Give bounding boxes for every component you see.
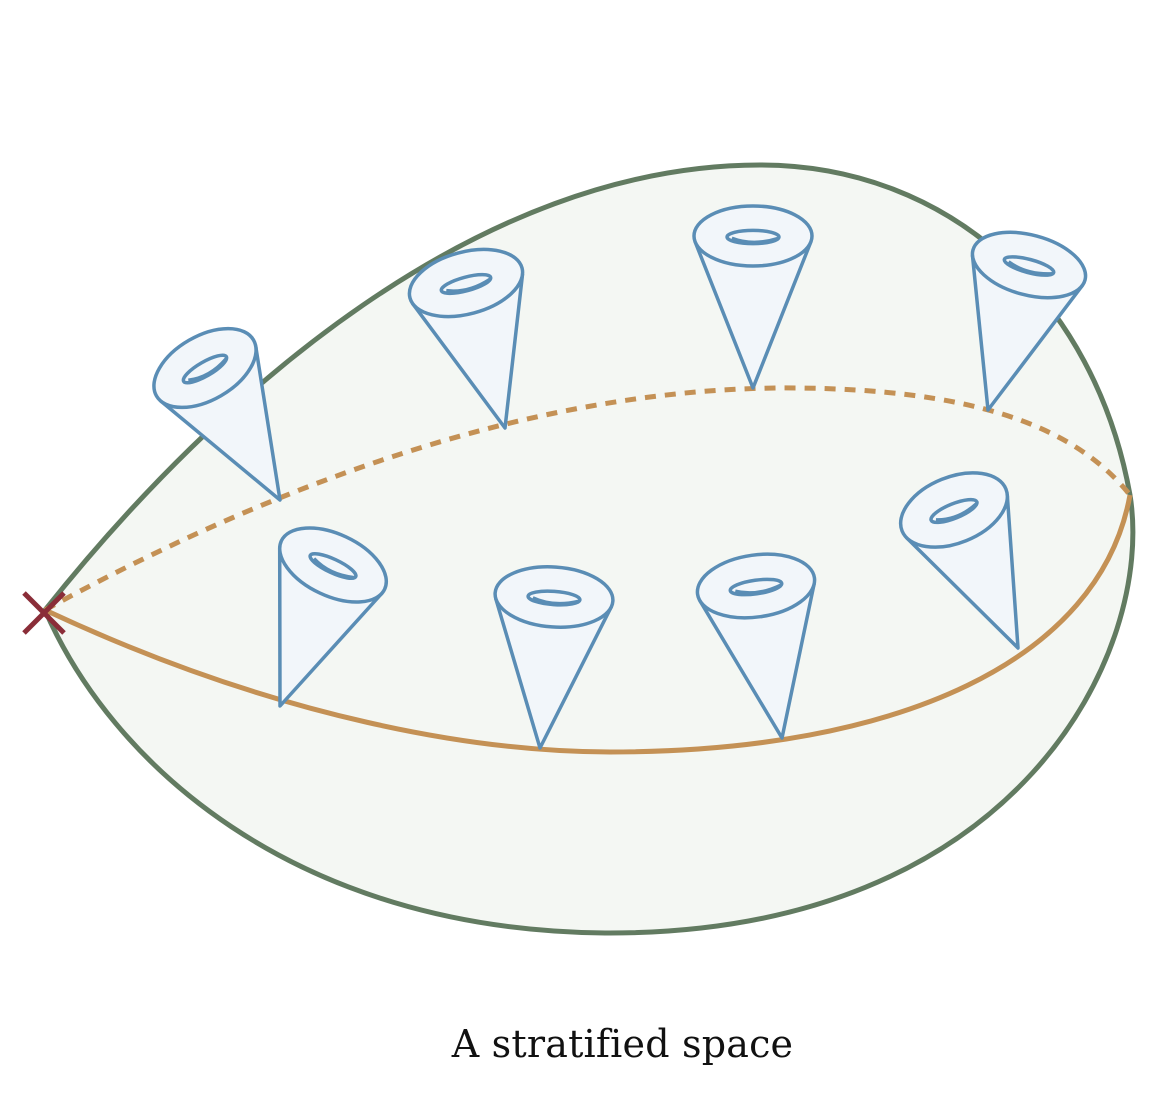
- cone-icon: [407, 247, 525, 430]
- figure-caption: A stratified space: [451, 1022, 794, 1066]
- cross-icon: [22, 591, 66, 635]
- cone-rim: [692, 204, 814, 268]
- cone-icon: [970, 230, 1088, 412]
- cone-icon: [695, 552, 817, 740]
- cone-hole-shade: [531, 596, 580, 606]
- cone-rim: [898, 471, 1010, 549]
- cone-hole-shade: [935, 502, 978, 523]
- cone-icon: [152, 326, 282, 502]
- cone-group: [152, 204, 1088, 750]
- cone-rim: [277, 526, 389, 604]
- stratum-curve-front: [43, 494, 1133, 755]
- cone-rim: [407, 247, 525, 319]
- cone-hole-shade: [734, 583, 782, 596]
- cone-hole-shade: [731, 236, 779, 245]
- cone-hole-shade: [1007, 260, 1053, 277]
- cone-hole-shade: [445, 277, 492, 294]
- cone-icon: [277, 526, 389, 708]
- cone-rim: [970, 230, 1088, 300]
- cone-icon: [692, 204, 814, 390]
- stratum-curve-back: [43, 385, 1132, 613]
- cone-rim: [152, 326, 258, 410]
- cone-hole-shade: [188, 357, 228, 383]
- cone-rim: [493, 565, 615, 629]
- cone-hole-shade: [312, 557, 355, 580]
- cone-icon: [493, 565, 615, 750]
- cone-rim: [695, 552, 817, 620]
- cone-icon: [898, 471, 1020, 650]
